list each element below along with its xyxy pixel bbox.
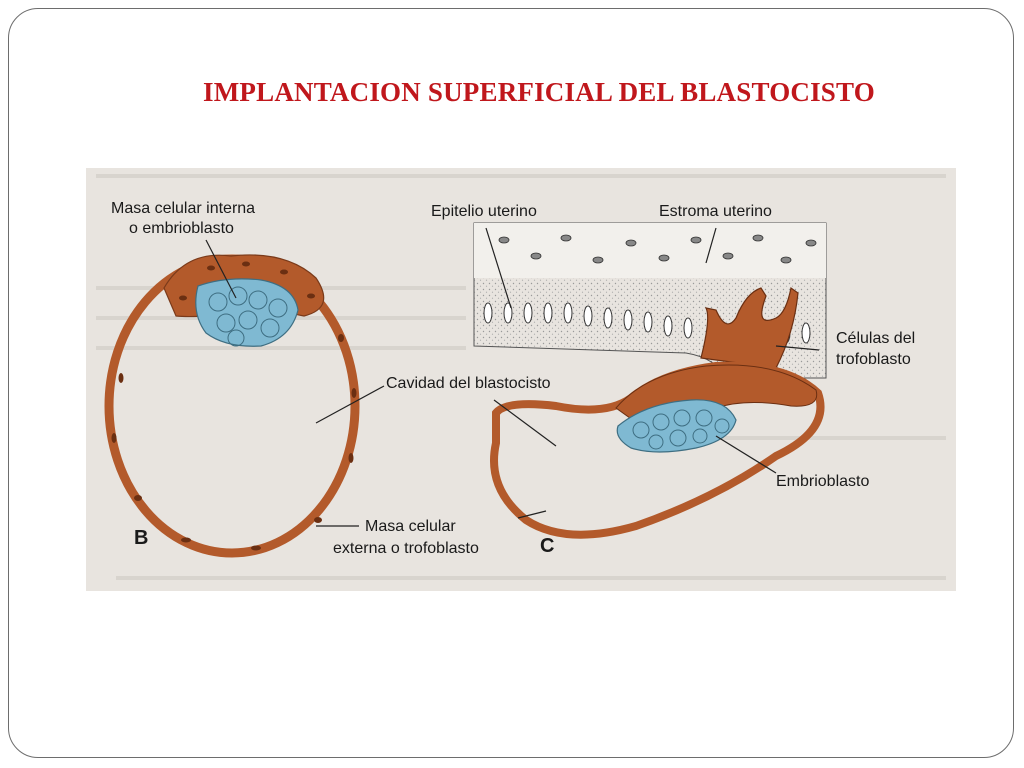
label-celulas-2: trofoblasto [836,351,911,368]
panel-label-b: B [134,527,148,549]
label-masa-externa-1: Masa celular [365,518,456,535]
panel-label-c: C [540,535,554,557]
blastocyst-figure: Masa celular interna o embrioblasto Epit… [86,168,956,596]
trophoblast-ring-c [490,361,825,539]
stroma-band [474,223,826,278]
label-masa-externa-2: externa o trofoblasto [333,540,479,557]
panel-c-blastocyst [490,361,825,539]
panel-b-blastocyst [104,254,360,558]
label-embrioblasto: Embrioblasto [776,473,869,490]
implantation-diagram: Masa celular interna o embrioblasto Epit… [86,168,956,591]
label-cavidad: Cavidad del blastocisto [386,375,551,392]
uterine-tissue [473,222,827,379]
leader-lines [205,227,820,527]
trophoblast-invasion [700,286,799,369]
label-celulas-1: Células del [836,330,915,347]
label-masa-interna-1: Masa celular interna [111,200,255,217]
label-epitelio: Epitelio uterino [431,203,537,220]
slide-title: IMPLANTACION SUPERFICIAL DEL BLASTOCISTO [203,77,875,107]
label-estroma: Estroma uterino [659,203,772,220]
label-masa-interna-2: o embrioblasto [129,220,234,237]
embryoblast-b [195,278,299,347]
